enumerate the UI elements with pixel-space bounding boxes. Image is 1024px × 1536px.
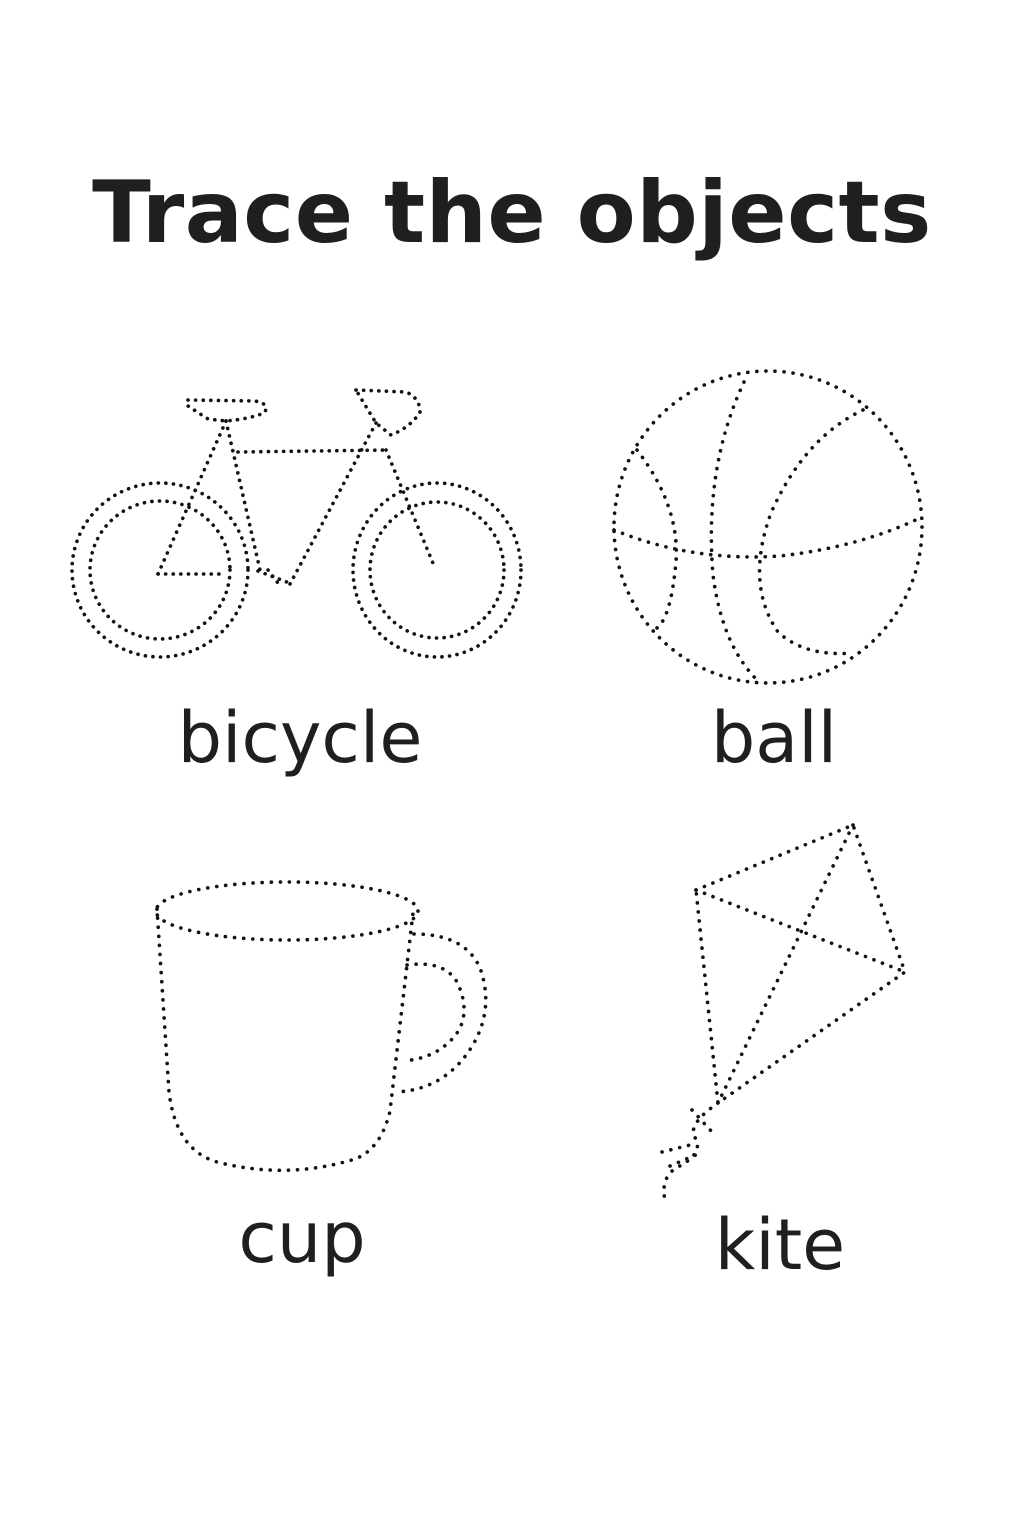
kite-icon [660, 823, 907, 1206]
ball-icon [612, 369, 924, 685]
worksheet-title: Trace the objects [92, 163, 932, 263]
kite-label: kite [714, 1204, 846, 1286]
ball-label: ball [710, 697, 838, 779]
cup-label: cup [238, 1197, 366, 1279]
cup-icon [154, 880, 488, 1173]
bicycle-icon [70, 388, 523, 659]
bicycle-label: bicycle [177, 697, 423, 779]
